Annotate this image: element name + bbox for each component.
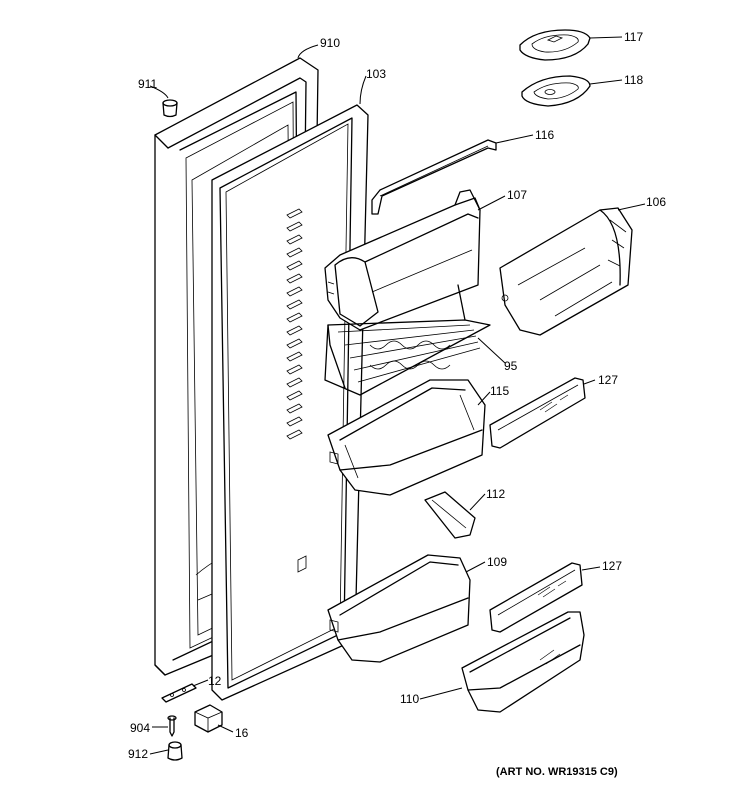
label-16: 16: [235, 726, 249, 740]
label-95: 95: [504, 359, 518, 373]
label-109: 109: [487, 555, 507, 569]
leader-lines: [149, 36, 646, 755]
cap-911: [162, 99, 178, 118]
label-115: 115: [490, 384, 509, 398]
door-bin-107: [324, 189, 481, 331]
screw-904: [167, 715, 177, 737]
label-116: 116: [535, 128, 554, 142]
bin-cover-106: [499, 207, 633, 336]
label-117: 117: [624, 30, 643, 44]
label-118: 118: [624, 73, 643, 87]
part-labels: 910 911 103 117 118 116 107 106 95 115 1…: [128, 30, 666, 778]
shelf-front-127-lower: [489, 562, 583, 633]
label-910: 910: [320, 36, 340, 50]
hinge-16: [194, 704, 223, 733]
label-127-lower: 127: [602, 559, 622, 573]
label-110: 110: [400, 692, 419, 706]
label-912: 912: [128, 747, 148, 761]
dairy-cover-117: [519, 29, 591, 61]
label-106: 106: [646, 195, 666, 209]
label-112: 112: [486, 487, 505, 501]
door-bin-110: [461, 611, 585, 713]
label-12: 12: [208, 674, 222, 688]
retainer-112: [424, 491, 476, 539]
label-127-upper: 127: [598, 373, 618, 387]
door-bin-109: [327, 554, 471, 663]
dairy-tray-118: [521, 75, 591, 107]
label-904: 904: [130, 721, 150, 735]
label-107: 107: [507, 188, 527, 202]
door-bin-115: [327, 379, 486, 496]
label-103: 103: [366, 67, 386, 81]
foot-912: [167, 741, 183, 761]
wire-rack-95: [324, 284, 491, 396]
art-number: (ART NO. WR19315 C9): [496, 766, 618, 778]
bracket-12: [161, 683, 197, 703]
label-911: 911: [138, 77, 157, 91]
shelf-front-127-upper: [489, 377, 586, 449]
shelf-bar-116: [371, 139, 497, 215]
